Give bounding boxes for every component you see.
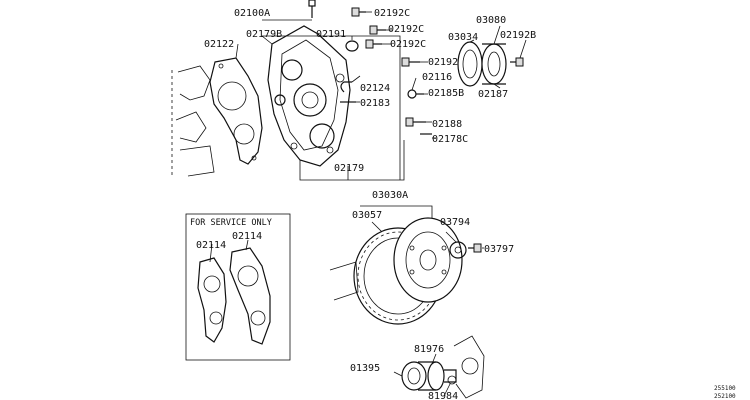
service-box-label: FOR SERVICE ONLY [190,218,272,228]
front-oil-seal [457,41,524,87]
lower-parts [393,335,485,399]
leader-lines-flywheel [360,205,484,249]
corner-codes: 255100 252100 [714,385,736,400]
label-03794: 03794 [440,217,470,228]
label-02183: 02183 [360,98,390,109]
label-03034: 03034 [448,32,478,43]
corner-code-2: 252100 [714,393,736,400]
label-02192b: 02192B [500,30,536,41]
label-81976: 81976 [414,344,444,355]
timing-gear-case-gasket [209,57,263,165]
label-02178c: 02178C [432,134,468,145]
label-02100a: 02100A [234,8,270,19]
label-02179b: 02179B [246,29,282,40]
label-02188: 02188 [432,119,462,130]
timing-gear-case [267,25,351,167]
label-81984: 81984 [428,391,458,400]
label-02114-a: 02114 [196,240,226,251]
label-02187: 02187 [478,89,508,100]
service-gaskets [197,239,271,345]
service-box [185,213,291,361]
leader-lines-upper [235,11,527,181]
label-02192c-a: 02192C [374,8,410,19]
part-labels: 02192C 02100A 03080 02192C 02191 02192C … [196,8,536,400]
label-03057: 03057 [352,210,382,221]
label-03080: 03080 [476,15,506,26]
label-02185b: 02185B [428,88,464,99]
label-01395: 01395 [350,363,380,374]
label-02116: 02116 [422,72,452,83]
label-02192: 02192 [428,57,458,68]
corner-code-1: 255100 [714,385,736,392]
label-02192c-b: 02192C [388,24,424,35]
engine-block-outline [171,65,215,178]
label-03030a: 03030A [372,190,408,201]
label-02114-b: 02114 [232,231,262,242]
label-03797: 03797 [484,244,514,255]
label-02191: 02191 [316,29,346,40]
label-02122: 02122 [204,39,234,50]
label-02179: 02179 [334,163,364,174]
label-02124: 02124 [360,83,390,94]
upper-hardware [308,0,432,135]
label-02192c-c: 02192C [390,39,426,50]
flywheel-assembly [329,217,482,325]
